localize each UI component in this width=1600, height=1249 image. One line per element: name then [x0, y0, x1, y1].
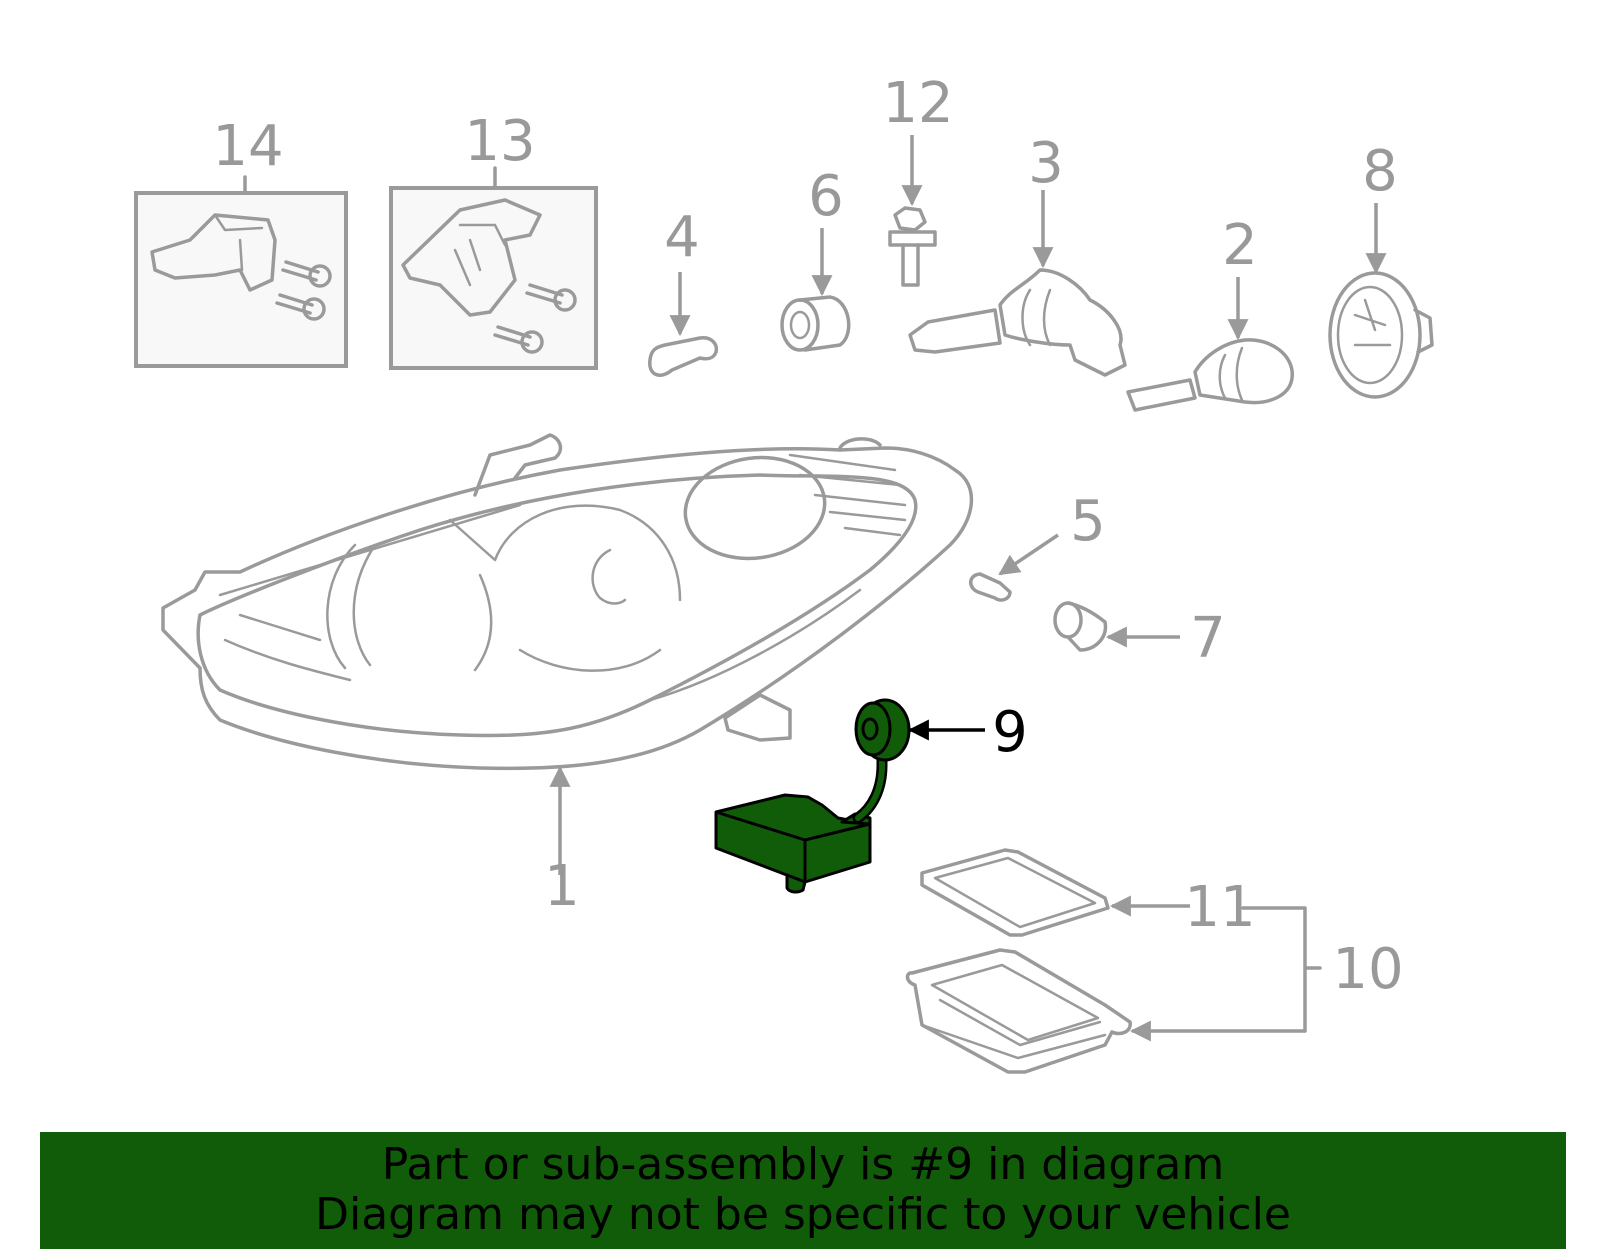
callout-1: 1 — [544, 854, 580, 919]
part-13-bracket-kit[interactable] — [389, 186, 598, 370]
callout-14: 14 — [212, 114, 283, 179]
part-2-bulb[interactable] — [1126, 338, 1294, 412]
callout-12: 12 — [882, 71, 953, 136]
callout-9: 9 — [992, 700, 1028, 765]
part-12-bolt[interactable] — [888, 206, 937, 287]
part-8-cover[interactable] — [1328, 271, 1434, 399]
callout-13: 13 — [464, 109, 535, 174]
bracket-10 — [1241, 906, 1322, 1033]
part-1-headlamp-assembly[interactable] — [161, 433, 973, 771]
part-7-socket[interactable] — [1053, 601, 1108, 652]
callout-10: 10 — [1332, 937, 1403, 1002]
callout-7: 7 — [1190, 606, 1226, 671]
banner-line-2: Diagram may not be specific to your vehi… — [315, 1189, 1291, 1240]
part-9-ballast-assembly[interactable] — [714, 698, 911, 894]
part-14-bracket-kit[interactable] — [134, 191, 348, 368]
part-11-gasket[interactable] — [920, 848, 1110, 937]
callout-3: 3 — [1028, 131, 1064, 196]
part-10-cover[interactable] — [905, 948, 1132, 1074]
callout-8: 8 — [1362, 139, 1398, 204]
leader-5 — [998, 533, 1059, 576]
callout-6: 6 — [808, 164, 844, 229]
callout-5: 5 — [1070, 489, 1106, 554]
callout-4: 4 — [664, 205, 700, 270]
callout-2: 2 — [1222, 213, 1258, 278]
part-5-bulb[interactable] — [969, 572, 1012, 602]
part-4-bulb[interactable] — [648, 335, 719, 377]
part-6-socket[interactable] — [780, 295, 851, 352]
banner-line-1: Part or sub-assembly is #9 in diagram — [381, 1139, 1225, 1190]
info-banner: Part or sub-assembly is #9 in diagram Di… — [40, 1132, 1566, 1249]
part-3-bulb[interactable] — [908, 268, 1127, 377]
